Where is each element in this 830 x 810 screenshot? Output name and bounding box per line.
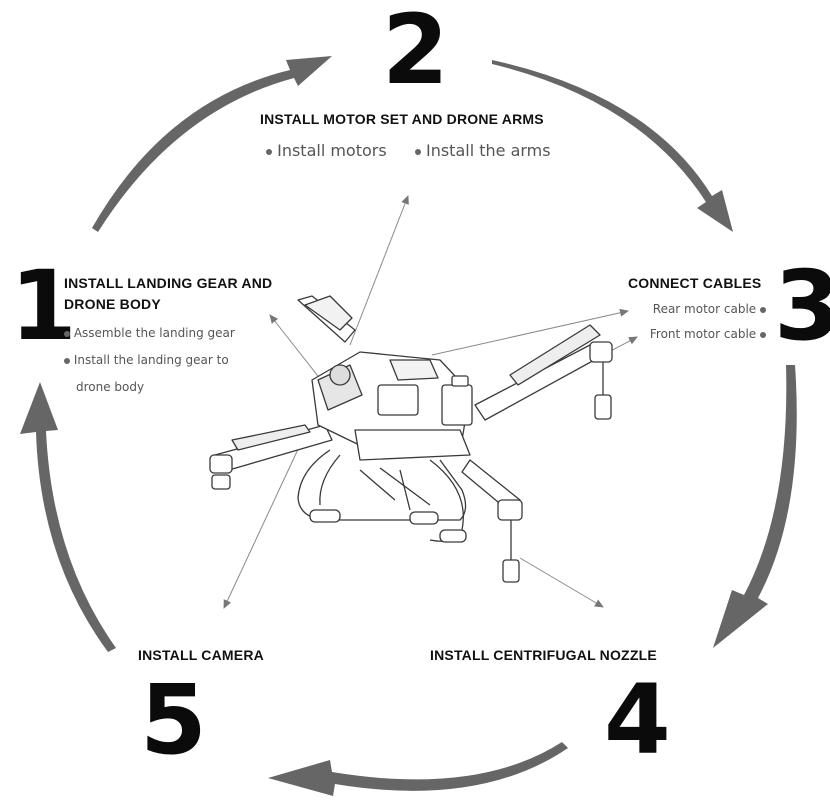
step-1-number: 1 — [10, 250, 77, 362]
cycle-arrow-4-to-5 — [268, 742, 568, 796]
step-2-bullet-1: Install motors — [277, 141, 387, 160]
step-4-number: 4 — [604, 664, 671, 776]
step-1-bullet-1-row: Assemble the landing gear — [64, 326, 235, 340]
step-2-bullets: Install motors Install the arms — [266, 141, 551, 160]
step-1-bullet-2-row: Install the landing gear to — [64, 353, 229, 367]
step-1-title-line-1: INSTALL LANDING GEAR AND — [64, 275, 273, 291]
cycle-arrow-3-to-4 — [713, 365, 797, 648]
cycle-arrow-5-to-1 — [20, 382, 116, 652]
step-2-title: INSTALL MOTOR SET AND DRONE ARMS — [260, 111, 544, 127]
bullet-dot — [760, 306, 766, 313]
cycle-arrow-2-to-3 — [492, 60, 733, 232]
pointer-step-3-rear — [431, 308, 629, 356]
bullet-dot — [64, 330, 70, 337]
pointer-step-1 — [269, 314, 326, 386]
step-4-title: INSTALL CENTRIFUGAL NOZZLE — [430, 647, 657, 663]
pointer-step-2 — [349, 195, 409, 346]
step-3-bullet-1-row: Rear motor cable — [653, 302, 766, 316]
step-2-bullet-2: Install the arms — [425, 141, 551, 160]
step-3-title: CONNECT CABLES — [628, 275, 762, 291]
step-3-bullet-1: Rear motor cable — [652, 302, 757, 316]
bullet-dot — [266, 148, 272, 155]
cycle-arrow-1-to-2 — [92, 56, 332, 232]
pointer-step-5 — [223, 444, 301, 609]
bullet-dot — [64, 357, 70, 364]
drone-illustration — [209, 295, 613, 583]
bullet-dot — [760, 331, 766, 338]
step-3-bullet-2-row: Front motor cable — [650, 327, 766, 341]
step-1-title-line-2: DRONE BODY — [64, 296, 161, 312]
step-1-bullet-2: Install the landing gear to — [73, 353, 229, 367]
step-3-number: 3 — [774, 250, 830, 362]
step-3-bullet-2: Front motor cable — [649, 327, 757, 341]
pointer-step-4 — [519, 557, 604, 608]
bullet-dot — [414, 148, 421, 155]
step-5-title: INSTALL CAMERA — [138, 647, 264, 663]
step-2-number: 2 — [382, 0, 449, 106]
step-1-bullet-2-cont: drone body — [76, 380, 145, 394]
step-1-bullet-1: Assemble the landing gear — [73, 326, 235, 340]
step-5-number: 5 — [140, 664, 207, 776]
